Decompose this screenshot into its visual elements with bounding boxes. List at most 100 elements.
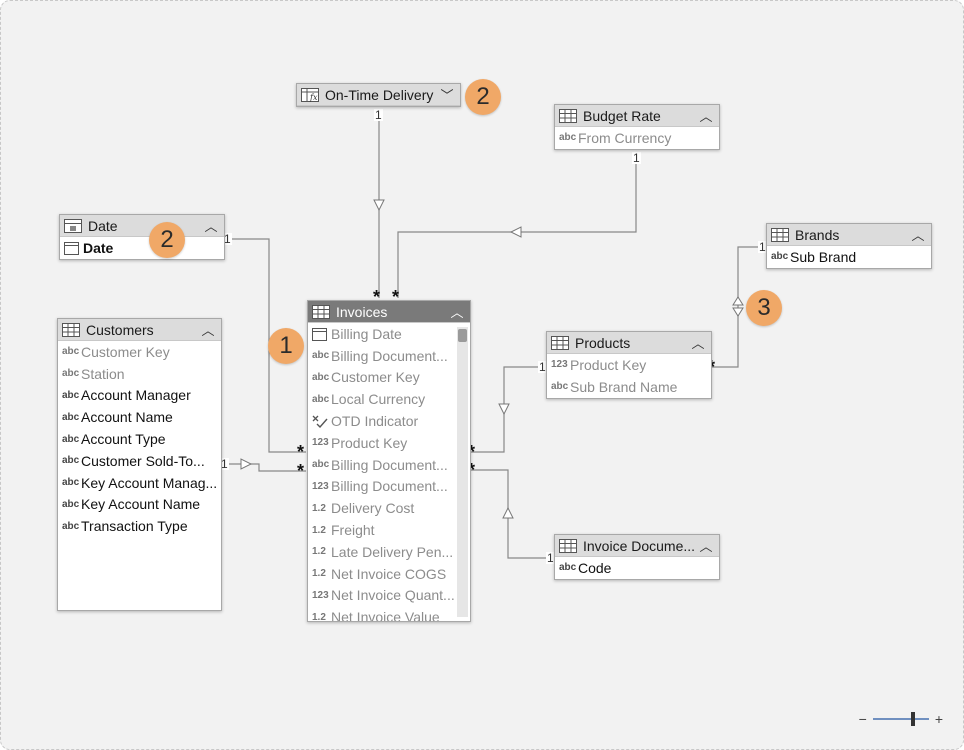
- callout-badge: 2: [465, 79, 501, 115]
- svg-text:fx: fx: [309, 93, 318, 102]
- field-row[interactable]: Billing Date: [308, 323, 456, 345]
- table-icon: [551, 335, 569, 350]
- collapse-icon[interactable]: ︿: [201, 323, 215, 338]
- collapse-icon[interactable]: ︿: [204, 219, 218, 234]
- cardinality-one: 1: [538, 360, 547, 374]
- scrollbar-thumb[interactable]: [458, 329, 467, 342]
- table-icon: [62, 322, 80, 337]
- chevron-down-icon[interactable]: ﹀: [440, 88, 454, 103]
- scrollbar[interactable]: [457, 327, 468, 617]
- callout-badge: 3: [746, 290, 782, 326]
- text-type-icon: abc: [559, 562, 577, 574]
- table-icon: [559, 108, 577, 123]
- table-icon: [559, 538, 577, 553]
- text-type-icon: abc: [771, 251, 789, 263]
- field-name: Account Name: [81, 409, 173, 426]
- table-header[interactable]: fx On-Time Delivery ﹀: [297, 84, 460, 106]
- text-type-icon: abc: [62, 389, 80, 401]
- field-name: Net Invoice Quant...: [331, 587, 455, 604]
- table-header[interactable]: Invoice Docume... ︿: [555, 535, 719, 557]
- collapse-icon[interactable]: ︿: [699, 109, 713, 124]
- zoom-slider-knob[interactable]: [910, 712, 915, 726]
- field-name: Date: [83, 239, 114, 256]
- field-name: Product Key: [570, 356, 647, 373]
- table-header[interactable]: Date ︿: [60, 215, 224, 237]
- whole-number-type-icon: 123: [312, 480, 329, 492]
- table-header[interactable]: Invoices ︿: [308, 301, 470, 323]
- field-row[interactable]: OTD Indicator: [308, 410, 456, 432]
- filter-direction-arrow: [732, 296, 744, 306]
- zoom-in-button[interactable]: +: [934, 711, 943, 727]
- table-name: Products: [575, 334, 631, 351]
- collapse-icon[interactable]: ︿: [450, 305, 464, 320]
- collapse-icon[interactable]: ︿: [911, 228, 925, 243]
- table-date[interactable]: Date ︿ Date: [59, 214, 225, 260]
- filter-direction-arrow: [502, 506, 514, 519]
- table-name: On-Time Delivery: [325, 86, 434, 103]
- collapse-icon[interactable]: ︿: [691, 336, 705, 351]
- field-name: Billing Document...: [331, 347, 448, 364]
- field-row[interactable]: Date: [60, 237, 224, 259]
- field-name: Station: [81, 365, 125, 382]
- collapse-icon[interactable]: ︿: [699, 539, 713, 554]
- zoom-out-button[interactable]: −: [858, 711, 867, 727]
- table-name: Date: [88, 217, 118, 234]
- zoom-slider[interactable]: [872, 712, 929, 726]
- decimal-type-icon: 1.2: [312, 502, 326, 514]
- field-name: Product Key: [331, 434, 408, 451]
- table-header[interactable]: Customers ︿: [58, 319, 221, 341]
- zoom-control: − +: [859, 711, 943, 727]
- table-header[interactable]: Budget Rate ︿: [555, 105, 719, 127]
- text-type-icon: abc: [62, 520, 80, 532]
- cardinality-many: *: [392, 287, 400, 307]
- table-on-time-delivery[interactable]: fx On-Time Delivery ﹀: [296, 83, 461, 107]
- field-name: OTD Indicator: [331, 413, 419, 430]
- text-type-icon: abc: [559, 132, 577, 144]
- field-name: Freight: [331, 522, 375, 539]
- table-header[interactable]: Brands ︿: [767, 224, 931, 246]
- whole-number-type-icon: 123: [551, 359, 568, 371]
- filter-direction-arrow: [509, 226, 522, 238]
- cardinality-many: *: [297, 461, 305, 481]
- filter-direction-arrow: [240, 458, 253, 470]
- field-list: Date: [60, 237, 224, 259]
- table-header[interactable]: Products ︿: [547, 332, 711, 354]
- field-name: Account Type: [81, 431, 166, 448]
